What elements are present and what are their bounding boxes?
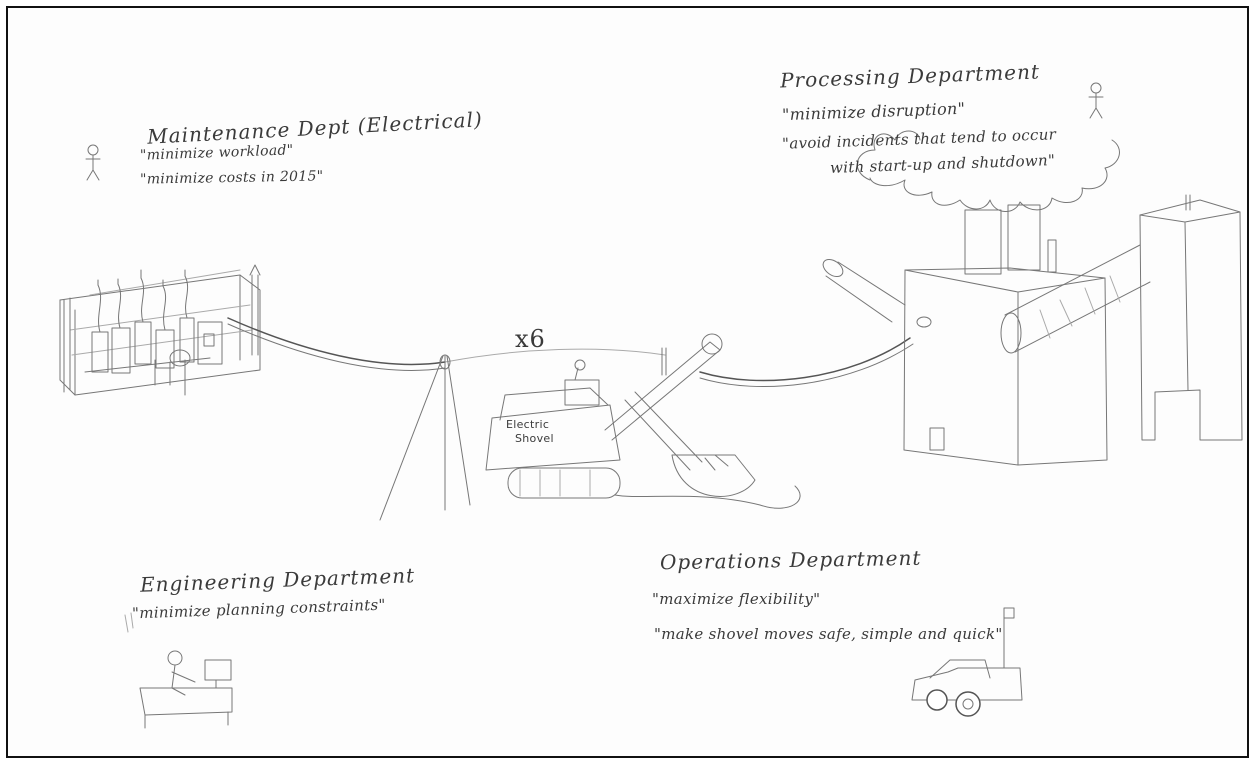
maintenance-quote-costs: "minimize costs in 2015" xyxy=(140,168,324,187)
shovel-label-line1: Electric xyxy=(506,418,549,431)
engineer-at-desk-illustration xyxy=(125,613,232,728)
shovel-multiplier: x6 xyxy=(515,325,546,353)
maintenance-person-figure xyxy=(86,145,100,180)
trailing-cable xyxy=(228,317,931,508)
substation-illustration xyxy=(60,265,260,395)
operations-dept-title: Operations Department xyxy=(660,546,922,575)
shovel-label-line2: Shovel xyxy=(515,432,554,445)
processing-person-figure xyxy=(1089,83,1103,118)
processing-plant-illustration xyxy=(820,195,1242,465)
operations-quote-shovel-moves: "make shovel moves safe, simple and quic… xyxy=(654,625,1003,643)
operations-quote-flexibility: "maximize flexibility" xyxy=(652,590,820,608)
electric-shovel-illustration xyxy=(486,334,755,498)
